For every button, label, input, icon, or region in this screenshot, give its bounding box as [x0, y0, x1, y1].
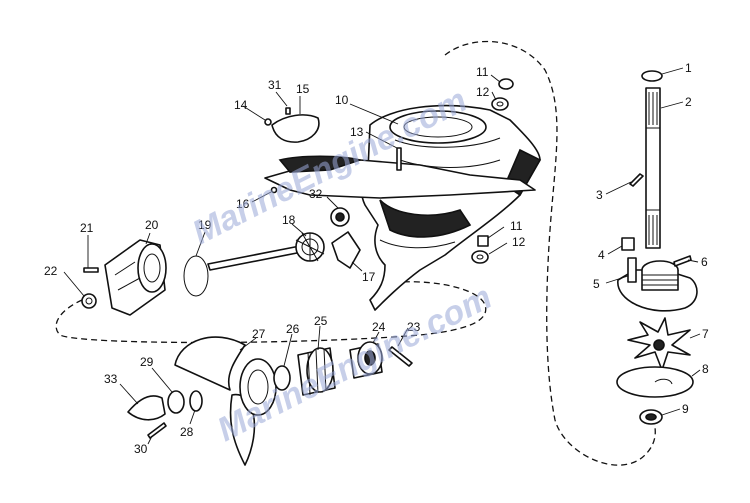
part-15-plate: [271, 114, 320, 143]
part-2-driveshaft: [645, 87, 661, 249]
part-25-gear: [297, 347, 336, 396]
callout-30: 30: [134, 442, 148, 456]
part-30-cotter-pin: [147, 422, 167, 439]
callout-21: 21: [80, 221, 94, 235]
part-18-shaft-gear: [207, 232, 325, 271]
callout-7: 7: [702, 327, 709, 341]
part-1-seal: [641, 70, 663, 82]
part-3-key: [629, 173, 644, 187]
callout-13: 13: [350, 125, 364, 139]
callout-25: 25: [314, 314, 328, 328]
callout-33: 33: [104, 372, 118, 386]
callout-3: 3: [596, 188, 603, 202]
callout-29: 29: [140, 355, 154, 369]
part-11-12-lower: [471, 235, 489, 264]
callout-32: 32: [309, 187, 323, 201]
callout-19: 19: [198, 218, 212, 232]
part-29-spacer: [167, 390, 185, 414]
part-22-seal: [81, 293, 97, 309]
part-17-clutch: [331, 231, 361, 269]
part-19-o-ring: [183, 255, 209, 297]
callout-10: 10: [335, 93, 349, 107]
callout-18: 18: [282, 213, 296, 227]
callout-22: 22: [44, 264, 58, 278]
part-26-thrust-washer: [273, 365, 291, 391]
callout-14: 14: [234, 98, 248, 112]
dashed-group-right: [444, 40, 656, 466]
part-31-screw: [285, 107, 291, 115]
part-32-pinion: [330, 207, 350, 227]
callout-12-upper: 12: [476, 85, 490, 99]
callout-15: 15: [296, 82, 310, 96]
callout-2: 2: [685, 95, 692, 109]
part-5-pump-base: [617, 257, 698, 312]
part-21-screw: [83, 267, 99, 273]
part-24-bearing: [349, 341, 383, 379]
part-28-washer: [189, 390, 203, 412]
part-20-bearing-housing: [104, 239, 167, 316]
callout-17: 17: [362, 270, 376, 284]
callout-20: 20: [145, 218, 159, 232]
callout-labels: 1 2 3 4 5 6 7 8 9 10 11 12 13 14 15 16 1…: [44, 61, 709, 456]
part-6-screw: [673, 255, 692, 267]
callout-26: 26: [286, 322, 300, 336]
part-33-cone: [127, 395, 166, 421]
callout-4: 4: [598, 248, 605, 262]
part-27-propeller: [174, 336, 277, 466]
callout-23: 23: [407, 320, 421, 334]
part-13-stud: [396, 147, 402, 171]
callout-5: 5: [593, 277, 600, 291]
callout-8: 8: [702, 362, 709, 376]
part-23-pin: [388, 346, 413, 367]
leader-lines: [63, 67, 701, 445]
callout-12-lower: 12: [512, 235, 526, 249]
callout-1: 1: [685, 61, 692, 75]
callout-6: 6: [701, 255, 708, 269]
callout-31: 31: [268, 78, 282, 92]
callout-11-upper: 11: [476, 65, 489, 79]
callout-24: 24: [372, 320, 386, 334]
callout-11-lower: 11: [510, 219, 523, 233]
part-7-impeller: [627, 317, 691, 371]
callout-9: 9: [682, 402, 689, 416]
part-16-pin: [270, 186, 278, 194]
part-4-bushing: [621, 237, 635, 251]
part-9-gasket: [639, 409, 663, 425]
callout-27: 27: [252, 327, 266, 341]
callout-16: 16: [236, 197, 250, 211]
callout-28: 28: [180, 425, 194, 439]
part-14-screw: [264, 118, 272, 126]
part-11-12-upper: [491, 78, 514, 111]
